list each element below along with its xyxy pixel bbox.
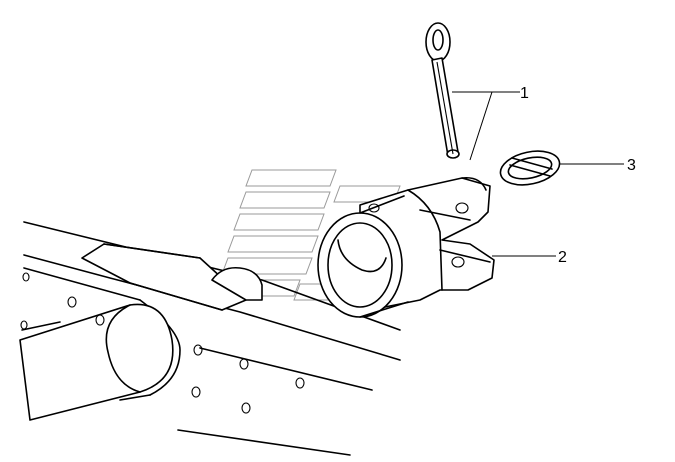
leader-lines bbox=[452, 91, 624, 257]
locking-pin bbox=[425, 22, 460, 159]
callout-1: 1 bbox=[520, 85, 529, 102]
frame-holes bbox=[20, 272, 305, 414]
coupling-housing bbox=[317, 176, 495, 318]
watermark-logo bbox=[215, 169, 401, 301]
frame-rail bbox=[19, 221, 401, 456]
callout-2: 2 bbox=[558, 249, 567, 266]
tube-body bbox=[19, 303, 174, 421]
callout-3: 3 bbox=[627, 157, 636, 174]
mounting-bracket bbox=[81, 243, 263, 311]
retaining-clip bbox=[499, 150, 561, 186]
